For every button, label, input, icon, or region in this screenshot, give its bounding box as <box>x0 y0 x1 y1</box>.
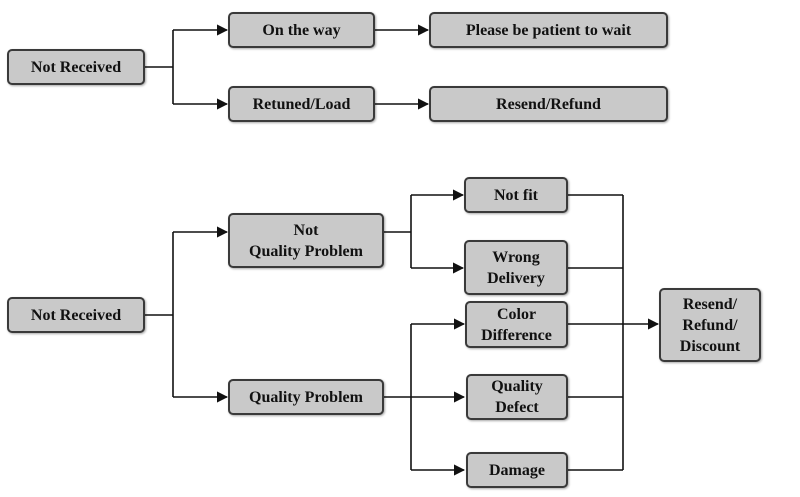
node-please-wait: Please be patient to wait <box>429 12 668 48</box>
node-resend-refund: Resend/Refund <box>429 86 668 122</box>
node-not-quality-problem: Not Quality Problem <box>228 213 384 268</box>
node-quality-problem: Quality Problem <box>228 379 384 415</box>
node-resend-refund-discount: Resend/ Refund/ Discount <box>659 288 761 362</box>
node-on-the-way: On the way <box>228 12 375 48</box>
node-quality-defect: Quality Defect <box>466 374 568 420</box>
node-not-received-bottom: Not Received <box>7 297 145 333</box>
node-not-received-top: Not Received <box>7 49 145 85</box>
node-wrong-delivery: Wrong Delivery <box>464 240 568 295</box>
node-color-difference: Color Difference <box>465 301 568 348</box>
node-damage: Damage <box>466 452 568 488</box>
node-returned-load: Retuned/Load <box>228 86 375 122</box>
node-not-fit: Not fit <box>464 177 568 213</box>
